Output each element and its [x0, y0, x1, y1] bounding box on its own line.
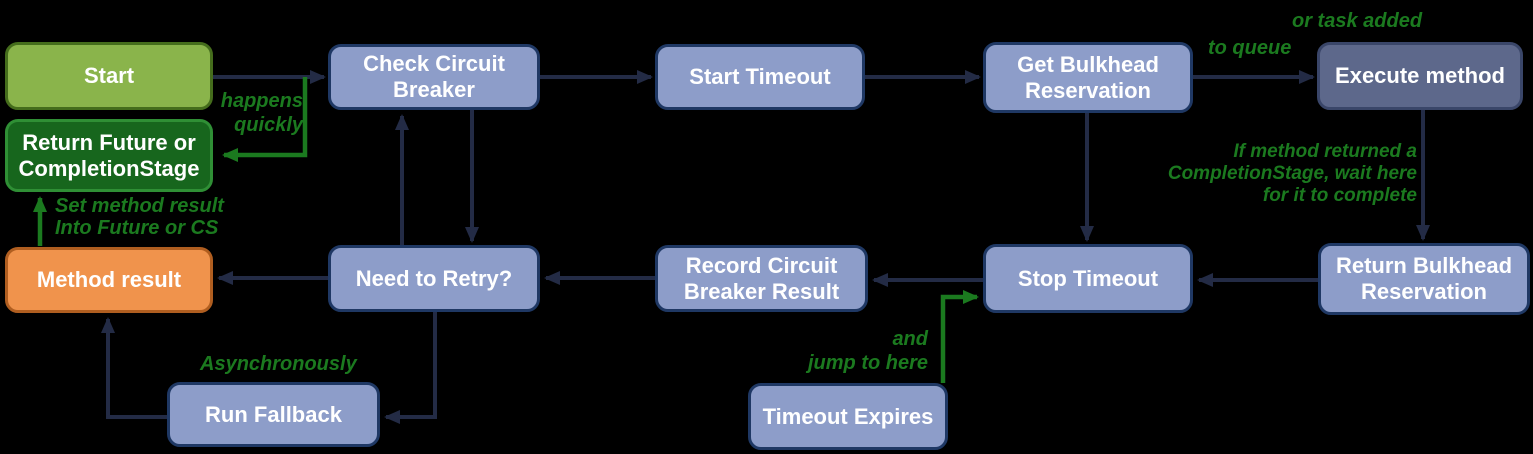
annotation-line: and: [892, 328, 928, 350]
node-execute-method: Execute method: [1317, 42, 1523, 110]
annotation-and-jump-to-here: and jump to here: [740, 327, 928, 375]
node-return-future: Return Future or CompletionStage: [5, 119, 213, 192]
annotation-or-task-added: or task added: [1292, 9, 1422, 33]
node-label: Execute method: [1335, 63, 1505, 88]
node-method-result: Method result: [5, 247, 213, 313]
node-label: Start Timeout: [689, 64, 831, 89]
node-record-circuit-breaker-result: Record Circuit Breaker Result: [655, 245, 868, 312]
arrow-need-retry-to-run-fallback: [384, 312, 437, 424]
annotation-line: jump to here: [807, 352, 928, 374]
annotation-asynchronously: Asynchronously: [200, 352, 357, 376]
annotation-line: Set method result: [55, 195, 224, 217]
node-label: Method result: [36, 267, 182, 292]
annotation-line: or task added: [1292, 10, 1423, 32]
arrow-timeout-expires-to-stop-timeout: [940, 290, 979, 383]
arrow-run-fallback-to-method-result: [101, 317, 167, 419]
annotation-line: for it to complete: [1262, 185, 1417, 206]
annotation-line: Into Future or CS: [55, 217, 219, 239]
annotation-line: Asynchronously: [200, 353, 357, 375]
node-label: Record Circuit Breaker Result: [683, 252, 840, 304]
node-label: Get Bulkhead Reservation: [1017, 51, 1159, 103]
annotation-line: to queue: [1208, 37, 1292, 59]
annotation-line: CompletionStage, wait here: [1167, 163, 1417, 184]
node-label: Return Bulkhead Reservation: [1335, 253, 1513, 304]
node-stop-timeout: Stop Timeout: [983, 244, 1193, 313]
arrow-quick-path-to-return-future: [222, 77, 308, 162]
node-return-bulkhead-reservation: Return Bulkhead Reservation: [1318, 243, 1530, 315]
node-check-circuit-breaker: Check Circuit Breaker: [328, 44, 540, 110]
annotation-if-method-returned: If method returned a CompletionStage, wa…: [1150, 141, 1417, 207]
node-start-timeout: Start Timeout: [655, 44, 865, 110]
annotation-to-queue: to queue: [1208, 36, 1291, 60]
node-get-bulkhead-reservation: Get Bulkhead Reservation: [983, 42, 1193, 113]
node-label: Check Circuit Breaker: [363, 51, 505, 102]
annotation-line: happens: [220, 90, 303, 112]
annotation-set-method-result: Set method result Into Future or CS: [55, 195, 224, 239]
node-label: Stop Timeout: [1017, 265, 1159, 291]
node-need-to-retry: Need to Retry?: [328, 245, 540, 312]
annotation-line: If method returned a: [1233, 141, 1417, 162]
node-run-fallback: Run Fallback: [167, 382, 380, 447]
node-label: Run Fallback: [205, 401, 342, 427]
node-label: Return Future or CompletionStage: [18, 129, 200, 181]
node-label: Need to Retry?: [355, 265, 513, 291]
node-label: Timeout Expires: [762, 403, 934, 429]
annotation-happens-quickly: happens quickly: [195, 89, 303, 137]
annotation-line: quickly: [234, 114, 303, 136]
node-label: Start: [83, 63, 135, 88]
node-start: Start: [5, 42, 213, 110]
node-timeout-expires: Timeout Expires: [748, 383, 948, 450]
